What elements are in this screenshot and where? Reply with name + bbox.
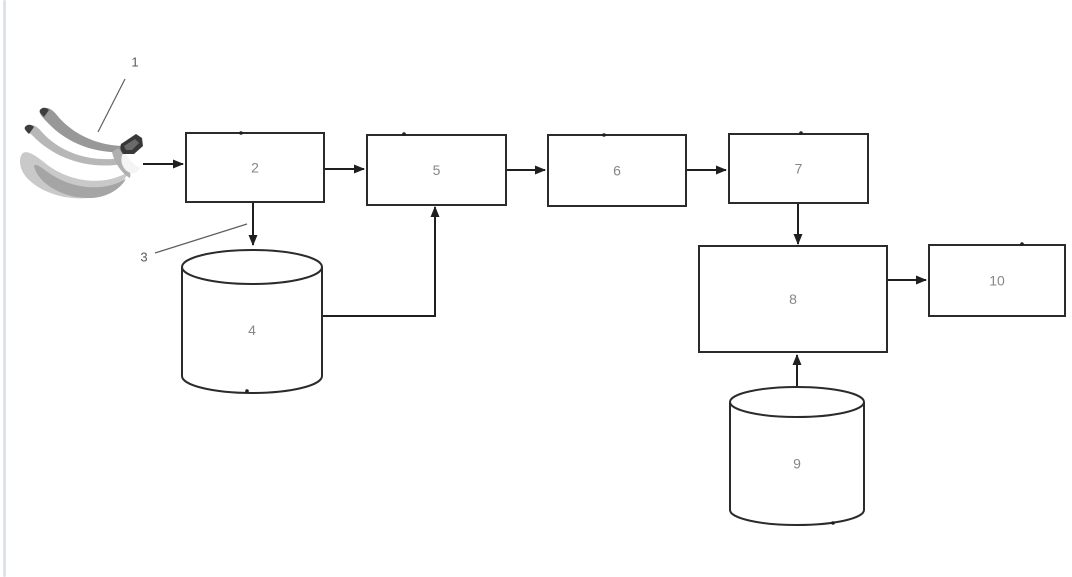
anchor-dot bbox=[799, 131, 803, 135]
anchor-dots-layer bbox=[239, 131, 1024, 525]
annotations-layer: 13 bbox=[131, 55, 147, 265]
nodes-layer: 2 5 6 7 8 10 4 9 bbox=[181, 132, 1066, 526]
bananas-image bbox=[19, 107, 143, 199]
node-box-8: 8 bbox=[698, 245, 888, 353]
anchor-dot bbox=[602, 133, 606, 137]
node-box-2-label: 2 bbox=[251, 160, 259, 176]
label-3: 3 bbox=[140, 250, 147, 265]
node-box-10-label: 10 bbox=[989, 273, 1005, 289]
leader-3 bbox=[154, 223, 248, 254]
label-1: 1 bbox=[131, 55, 138, 70]
node-box-6-label: 6 bbox=[613, 163, 621, 179]
node-box-6: 6 bbox=[547, 134, 687, 207]
node-box-5-label: 5 bbox=[433, 162, 441, 178]
leader-1 bbox=[97, 78, 126, 133]
node-cylinder-4-label: 4 bbox=[248, 322, 256, 338]
anchor-dot bbox=[1020, 242, 1024, 246]
banana-tip-icon bbox=[39, 107, 49, 117]
node-box-7: 7 bbox=[728, 133, 869, 204]
node-box-10: 10 bbox=[928, 244, 1066, 317]
node-box-7-label: 7 bbox=[795, 161, 803, 177]
anchor-dot bbox=[245, 389, 249, 393]
node-cylinder-9: 9 bbox=[729, 386, 865, 526]
anchor-dot bbox=[239, 131, 243, 135]
anchor-dot bbox=[831, 521, 835, 525]
node-box-5: 5 bbox=[366, 134, 507, 206]
left-edge-line bbox=[3, 0, 6, 577]
edge-4-to-5 bbox=[322, 206, 440, 317]
banana-tip-icon bbox=[24, 124, 34, 134]
node-box-8-label: 8 bbox=[789, 291, 797, 307]
leader-lines-layer bbox=[97, 78, 248, 254]
node-cylinder-4: 4 bbox=[181, 249, 323, 394]
anchor-dot bbox=[402, 132, 406, 136]
node-cylinder-9-label: 9 bbox=[793, 456, 801, 472]
node-box-2: 2 bbox=[185, 132, 325, 203]
edges-layer bbox=[143, 159, 927, 386]
